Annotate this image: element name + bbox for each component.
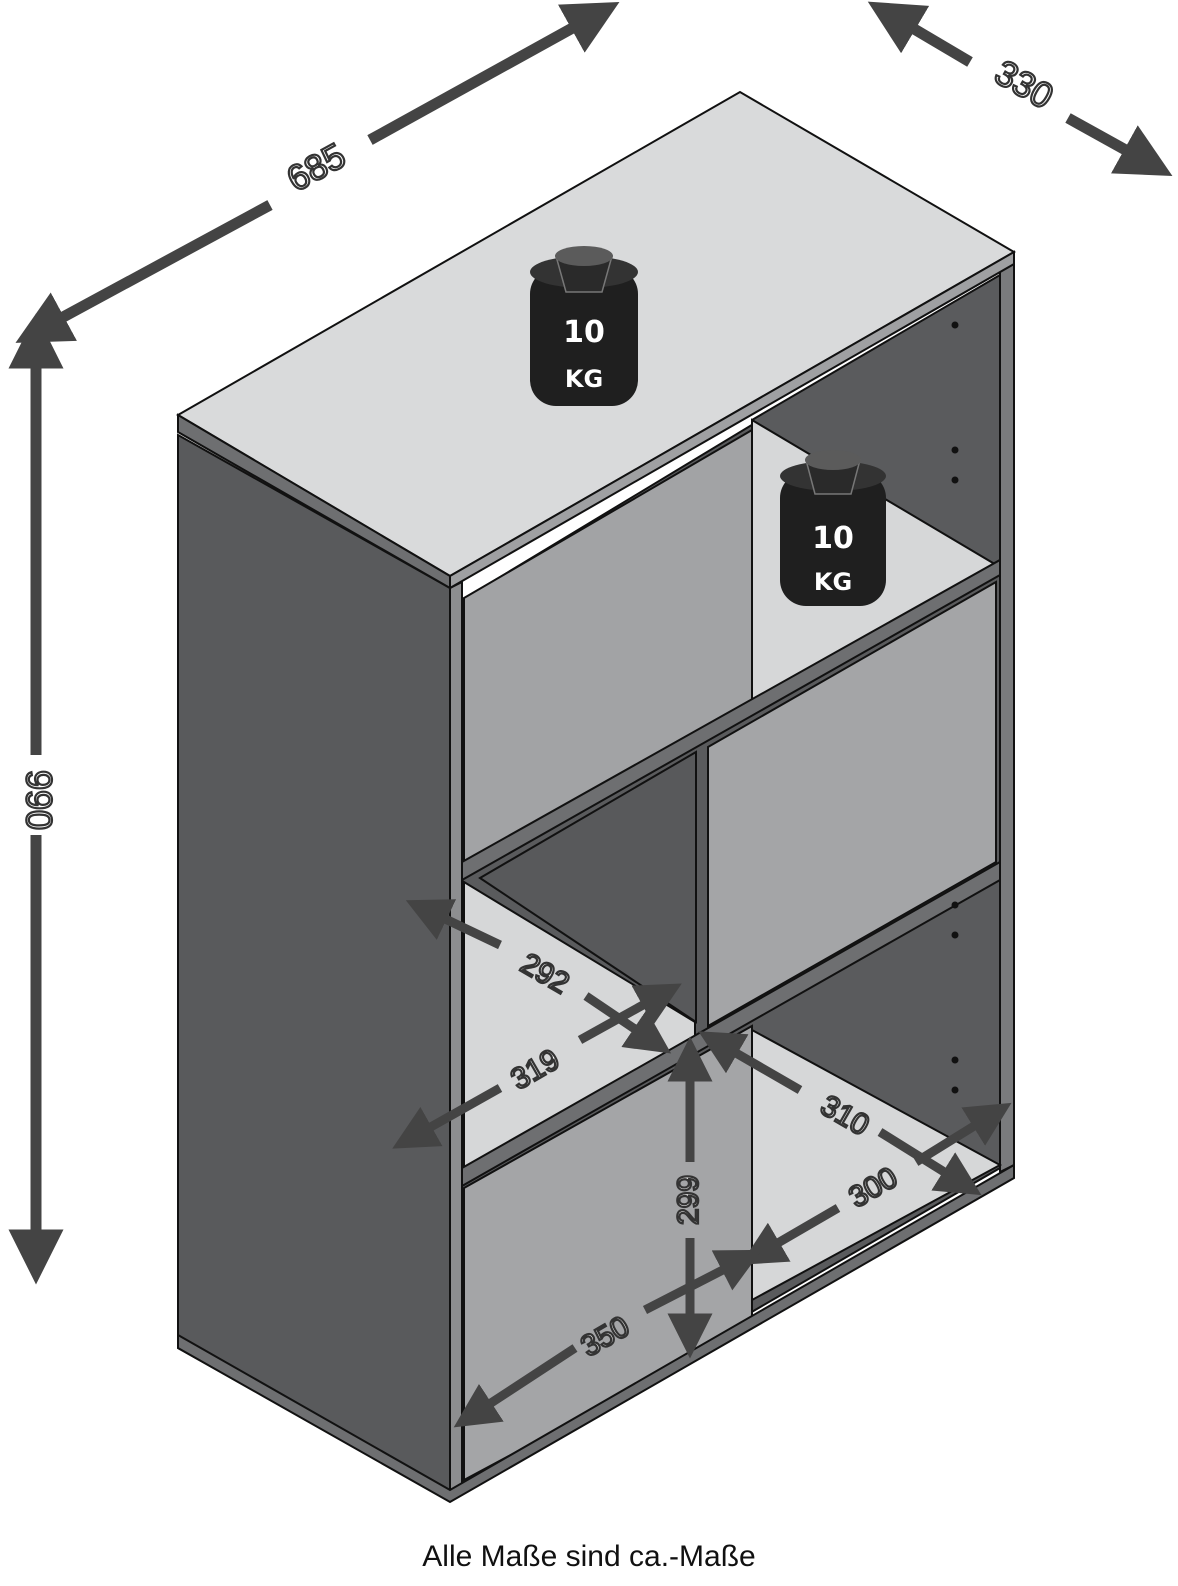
depth-label: 330 (988, 51, 1061, 117)
upper-right-door (707, 580, 997, 1028)
bottom-plinth (177, 1163, 1015, 1504)
depth-arrow-b (1065, 113, 1173, 177)
top-right-edge (449, 250, 1015, 590)
weight-shelf: 10 KG (780, 450, 886, 606)
weight-shelf-value: 10 (812, 521, 854, 556)
height-label: 990 (18, 770, 59, 830)
middle-shelf-edge (461, 558, 1001, 882)
left-side-panel (177, 433, 451, 1502)
width-arrow-a (15, 200, 273, 343)
width-label: 685 (280, 135, 352, 200)
lower-shelf-edge (461, 860, 1001, 1188)
front-left-edge (449, 580, 463, 1502)
measurement-caption: Alle Maße sind ca.-Maße (422, 1540, 756, 1573)
weight-shelf-unit: KG (814, 568, 852, 596)
weight-top: 10 KG (530, 246, 638, 406)
weight-top-unit: KG (565, 365, 603, 393)
depth-arrow-a (867, 1, 973, 67)
right-side-edge (999, 253, 1015, 1174)
weight-top-value: 10 (563, 315, 605, 350)
shelf-pin-holes (951, 321, 959, 1094)
width-arrow-b (367, 2, 620, 145)
inner-height-bottom-label: 299 (672, 1175, 705, 1225)
middle-left-back (478, 750, 697, 1024)
